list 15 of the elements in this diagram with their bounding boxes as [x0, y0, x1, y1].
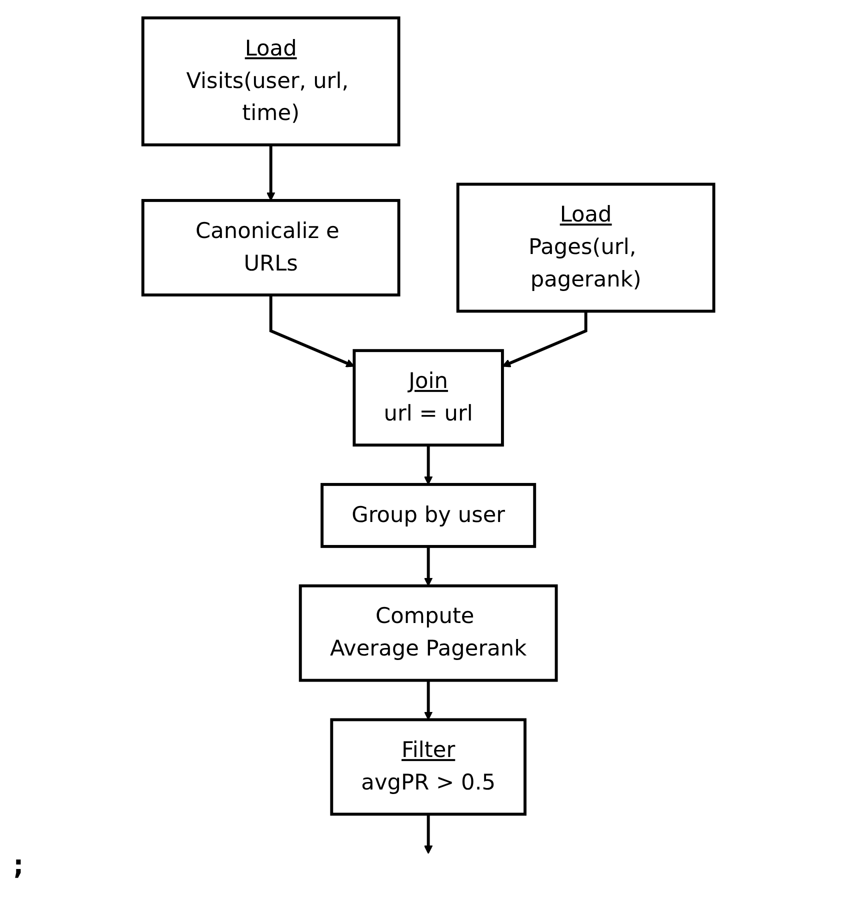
node-box: Join url = url: [352, 349, 504, 447]
code-text: ;: [10, 848, 27, 881]
node-box: Compute Average Pagerank: [298, 584, 558, 682]
arrow: [269, 294, 354, 368]
arrow: [424, 814, 432, 854]
arrow: [266, 144, 275, 201]
node-box: Load Visits(user, url, time): [141, 16, 400, 146]
arrow: [424, 680, 432, 720]
node-box: Filter avgPR > 0.5: [330, 718, 526, 816]
node-box: Load Pages(url, pagerank): [456, 182, 715, 313]
node-box: Group by user: [320, 482, 536, 548]
node-box: Canonicaliz e URLs: [141, 199, 400, 296]
arrow: [424, 546, 432, 586]
arrow: [502, 311, 587, 368]
arrow: [424, 445, 432, 485]
